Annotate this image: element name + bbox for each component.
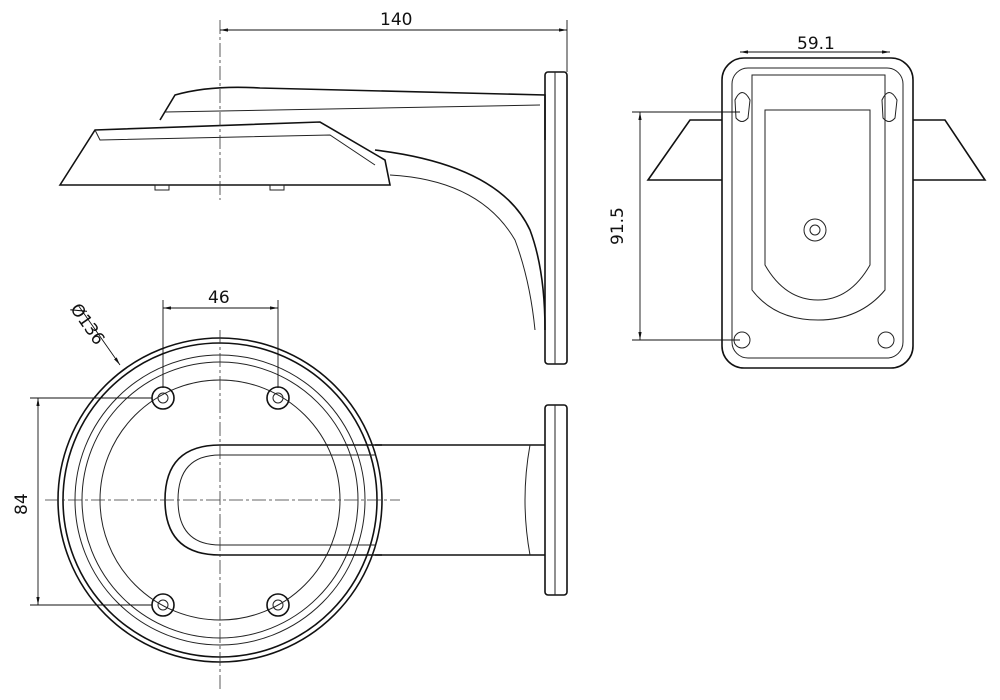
bolt-holes bbox=[151, 386, 290, 617]
dimension-diameter bbox=[77, 304, 121, 366]
label-59-1: 59.1 bbox=[797, 34, 835, 54]
dimension-46 bbox=[162, 300, 279, 388]
label-84: 84 bbox=[12, 493, 32, 515]
back-view bbox=[646, 57, 987, 369]
dimension-84 bbox=[30, 397, 152, 606]
label-46: 46 bbox=[208, 288, 230, 308]
bottom-view bbox=[45, 330, 568, 690]
label-91-5: 91.5 bbox=[608, 207, 628, 245]
dimension-140 bbox=[220, 20, 568, 72]
label-140: 140 bbox=[380, 10, 413, 30]
dimension-91-5 bbox=[632, 111, 740, 341]
side-view bbox=[58, 20, 568, 365]
